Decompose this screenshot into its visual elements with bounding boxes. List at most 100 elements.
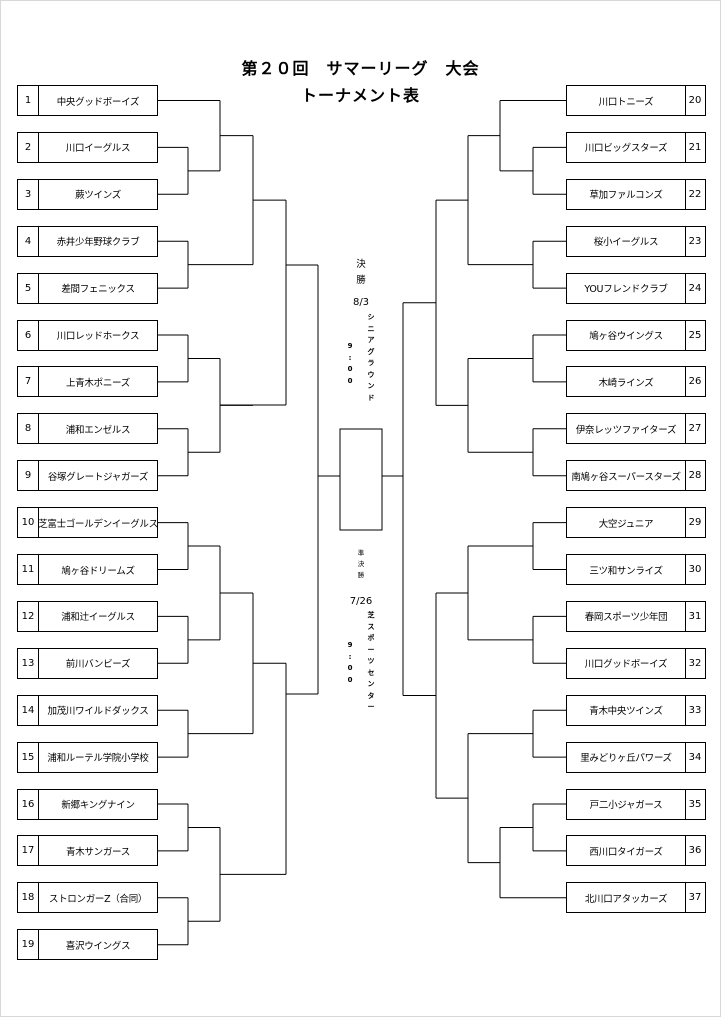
team-name: 鳩ヶ谷ウイングス bbox=[566, 319, 686, 351]
team-number: 13 bbox=[17, 647, 39, 679]
team-number: 20 bbox=[684, 85, 706, 116]
team-name: 浦和エンゼルス bbox=[38, 413, 158, 445]
team-name: 春岡スポーツ少年団 bbox=[566, 600, 686, 632]
vertical-char: 準 bbox=[357, 549, 365, 557]
vertical-char: ー bbox=[367, 645, 375, 654]
team-number: 35 bbox=[684, 788, 706, 820]
team-number: 4 bbox=[17, 225, 39, 257]
final-box bbox=[339, 428, 383, 531]
team-number: 26 bbox=[684, 366, 706, 398]
team-number: 6 bbox=[17, 319, 39, 351]
team-number: 24 bbox=[684, 272, 706, 304]
vertical-char: 決 bbox=[357, 560, 365, 568]
team-name: 谷塚グレートジャガーズ bbox=[38, 460, 158, 492]
team-number: 19 bbox=[17, 929, 39, 961]
team-number: 23 bbox=[684, 225, 706, 257]
team-name: 浦和辻イーグルス bbox=[38, 600, 158, 632]
vertical-char: 勝 bbox=[357, 571, 365, 579]
team-number: 17 bbox=[17, 835, 39, 867]
team-number: 9 bbox=[17, 460, 39, 492]
tournament-title: 第２０回 サマーリーグ 大会 bbox=[241, 59, 480, 78]
team-name: 戸二小ジャガース bbox=[566, 788, 686, 820]
team-name: 蕨ツインズ bbox=[38, 178, 158, 210]
vertical-char: 決 bbox=[356, 259, 366, 270]
team-number: 29 bbox=[684, 507, 706, 539]
final-venue: シニアグラウンド bbox=[365, 312, 377, 404]
team-number: 34 bbox=[684, 741, 706, 773]
vertical-char: 0 bbox=[347, 675, 353, 684]
team-name: 川口グッドボーイズ bbox=[566, 647, 686, 679]
team-name: 赤井少年野球クラブ bbox=[38, 225, 158, 257]
team-number: 3 bbox=[17, 178, 39, 210]
vertical-char: ー bbox=[367, 703, 375, 711]
team-name: 川口レッドホークス bbox=[38, 319, 158, 351]
team-name: ストロンガーZ（合同） bbox=[38, 882, 158, 914]
team-number: 11 bbox=[17, 554, 39, 585]
final-date: 8/3 bbox=[352, 297, 370, 308]
team-number: 36 bbox=[684, 835, 706, 867]
vertical-char: ニ bbox=[367, 324, 375, 333]
team-number: 28 bbox=[684, 460, 706, 492]
vertical-char: ン bbox=[367, 382, 375, 390]
tournament-subtitle: トーナメント表 bbox=[300, 86, 420, 105]
vertical-char: 0 bbox=[347, 664, 353, 672]
vertical-char: ド bbox=[367, 393, 375, 402]
team-name: 新郷キングナイン bbox=[38, 788, 158, 820]
vertical-char: ウ bbox=[367, 370, 375, 379]
team-name: 北川口アタッカーズ bbox=[566, 882, 686, 914]
team-number: 22 bbox=[684, 178, 706, 210]
vertical-char: 芝 bbox=[367, 611, 375, 619]
team-number: 15 bbox=[17, 741, 39, 773]
team-name: 伊奈レッツファイターズ bbox=[566, 413, 686, 445]
team-number: 8 bbox=[17, 413, 39, 445]
vertical-char: タ bbox=[367, 691, 375, 700]
team-number: 16 bbox=[17, 788, 39, 820]
vertical-char: グ bbox=[367, 347, 375, 356]
team-name: 青木中央ツインズ bbox=[566, 694, 686, 726]
team-number: 25 bbox=[684, 319, 706, 351]
team-number: 37 bbox=[684, 882, 706, 914]
vertical-char: 0 bbox=[347, 376, 353, 385]
vertical-char: セ bbox=[367, 668, 375, 677]
team-name: YOUフレンドクラブ bbox=[566, 272, 686, 304]
vertical-char: シ bbox=[367, 313, 375, 321]
team-number: 27 bbox=[684, 413, 706, 445]
vertical-char: 9 bbox=[347, 342, 353, 350]
team-name: 三ツ和サンライズ bbox=[566, 554, 686, 585]
team-name: 西川口タイガーズ bbox=[566, 835, 686, 867]
team-name: 大空ジュニア bbox=[566, 507, 686, 539]
team-number: 2 bbox=[17, 131, 39, 163]
team-name: 草加ファルコンズ bbox=[566, 178, 686, 210]
team-name: 芝富士ゴールデンイーグルス bbox=[38, 507, 158, 539]
semifinal-venue: 芝スポーツセンター bbox=[365, 610, 377, 714]
vertical-char: ポ bbox=[367, 634, 375, 642]
team-name: 差間フェニックス bbox=[38, 272, 158, 304]
vertical-char: : bbox=[348, 652, 352, 661]
team-name: 川口イーグルス bbox=[38, 131, 158, 163]
team-name: 鳩ヶ谷ドリームズ bbox=[38, 554, 158, 585]
team-number: 31 bbox=[684, 600, 706, 632]
semifinal-date: 7/26 bbox=[349, 596, 373, 607]
team-name: 中央グッドボーイズ bbox=[38, 85, 158, 116]
team-number: 33 bbox=[684, 694, 706, 726]
final-label: 決勝 bbox=[352, 257, 370, 289]
team-number: 12 bbox=[17, 600, 39, 632]
vertical-char: ス bbox=[367, 622, 375, 631]
team-number: 32 bbox=[684, 647, 706, 679]
semifinal-label: 準決勝 bbox=[355, 548, 367, 581]
team-number: 18 bbox=[17, 882, 39, 914]
team-name: 南鳩ヶ谷スーパースターズ bbox=[566, 460, 686, 492]
team-name: 上青木ポニーズ bbox=[38, 366, 158, 398]
team-name: 桜小イーグルス bbox=[566, 225, 686, 257]
vertical-char: 9 bbox=[347, 641, 353, 649]
vertical-char: ツ bbox=[367, 657, 375, 665]
team-number: 14 bbox=[17, 694, 39, 726]
team-number: 7 bbox=[17, 366, 39, 398]
vertical-char: : bbox=[348, 353, 352, 362]
team-number: 10 bbox=[17, 507, 39, 539]
team-name: 青木サンガース bbox=[38, 835, 158, 867]
team-name: 川口トニーズ bbox=[566, 85, 686, 116]
vertical-char: ン bbox=[367, 680, 375, 688]
